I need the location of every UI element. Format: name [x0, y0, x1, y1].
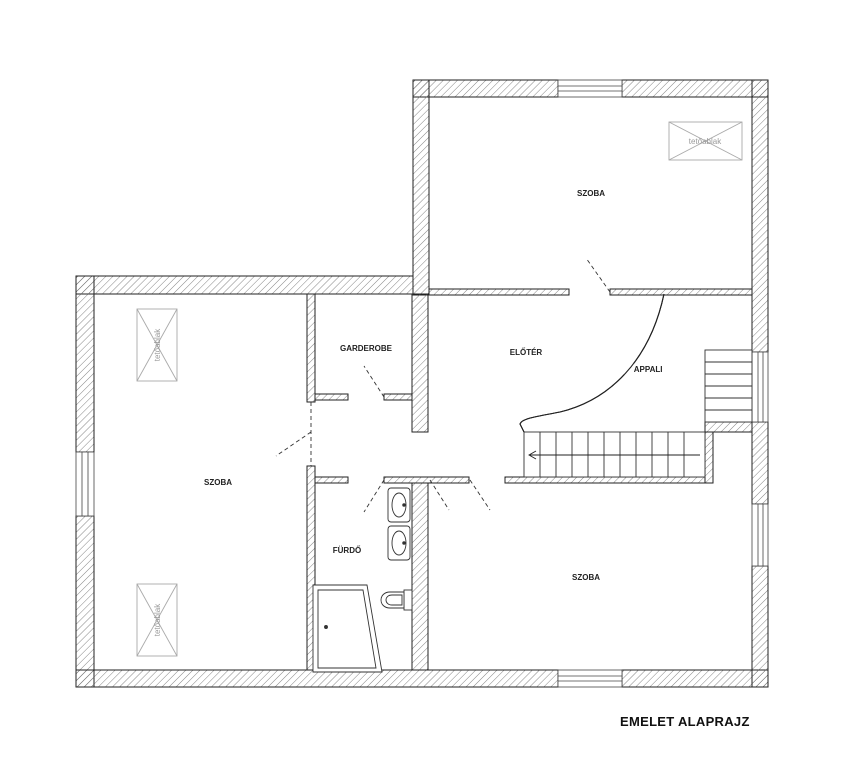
- stair-curve-overlay: [560, 294, 664, 412]
- room-label-szoba-top: SZOBA: [577, 189, 605, 198]
- room-label-kappali: KAPPALI: [628, 365, 663, 374]
- stair-arrow: [528, 450, 700, 460]
- room-label-eloter: ELŐTÉR: [510, 348, 543, 357]
- stair-curve-front: [519, 293, 665, 433]
- stair-curve: [519, 293, 665, 433]
- windows: [75, 79, 769, 688]
- skylight-label-top: tetőablak: [689, 137, 722, 146]
- room-label-garderobe: GARDEROBE: [340, 344, 393, 353]
- skylight-label-left-lower: tetőablak: [153, 603, 162, 636]
- skylight-left-lower: [136, 583, 178, 657]
- staircase: [523, 349, 753, 478]
- toilet: [380, 589, 413, 611]
- skylight-label-left-upper: tetőablak: [153, 328, 162, 361]
- sink-upper: [387, 487, 411, 523]
- sink-lower: [387, 525, 411, 561]
- bathtub: [312, 584, 383, 673]
- room-label-szoba-left: SZOBA: [204, 478, 232, 487]
- doors: [275, 257, 611, 513]
- skylight-left-upper: [136, 308, 178, 382]
- room-label-furdo: FÜRDŐ: [333, 546, 361, 555]
- outer-walls: [75, 79, 769, 688]
- plan-title: EMELET ALAPRAJZ: [620, 714, 750, 729]
- room-label-szoba-bottom: SZOBA: [572, 573, 600, 582]
- skylight-top: [668, 121, 743, 161]
